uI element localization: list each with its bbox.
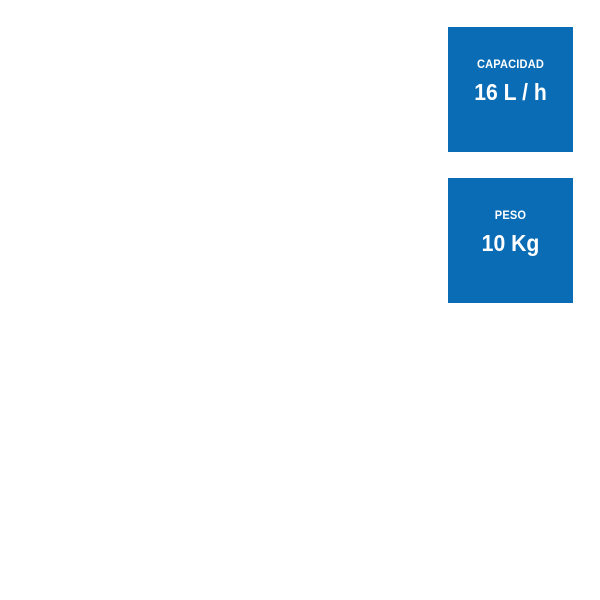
capacity-label: CAPACIDAD xyxy=(476,57,545,71)
capacity-spec-card: CAPACIDAD 16 L / h xyxy=(448,27,573,152)
weight-value: 10 Kg xyxy=(481,230,540,256)
weight-label: PESO xyxy=(494,208,527,222)
capacity-value: 16 L / h xyxy=(474,79,547,105)
weight-spec-card: PESO 10 Kg xyxy=(448,178,573,303)
